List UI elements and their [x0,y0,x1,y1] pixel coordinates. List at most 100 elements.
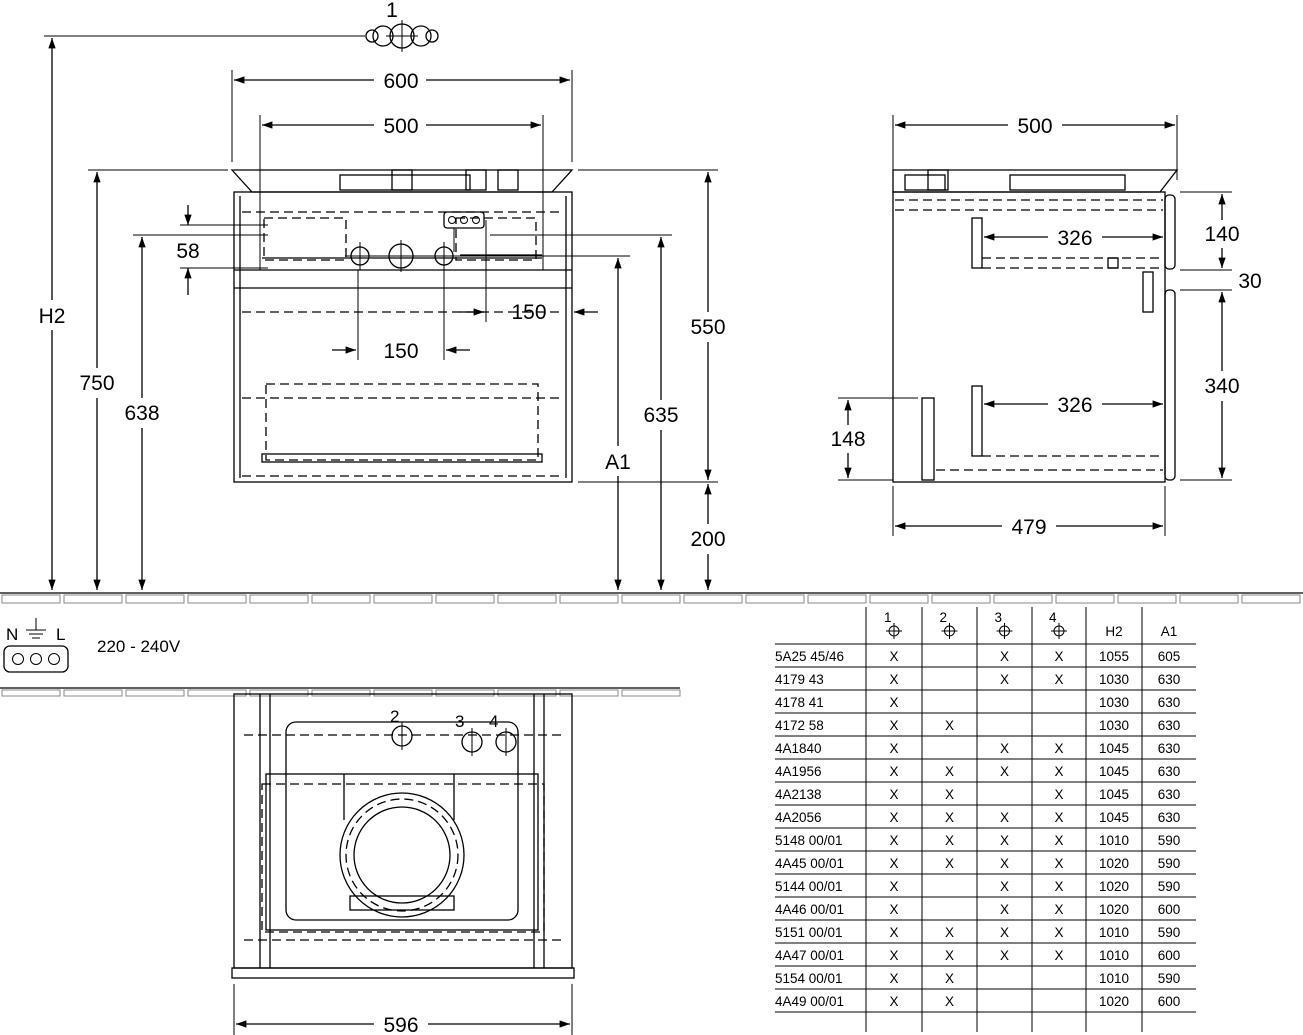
dim-750: 750 [79,372,114,395]
floor-tile [125,594,185,604]
wall-tile [187,689,247,697]
table-cell: 630 [1158,764,1181,779]
table-cell: X [945,764,954,779]
table-cell: X [889,879,898,894]
wall-tile [1,689,61,697]
table-cell: X [1000,649,1009,664]
top-view: 2 3 4 596 [0,687,681,1035]
table-cell: 590 [1158,833,1181,848]
wall-tile [497,689,557,697]
table-cell: X [945,833,954,848]
table-cell: X [1000,672,1009,687]
voltage-label: 220 - 240V [97,637,181,656]
table-cell: X [889,902,898,917]
table-cell: 590 [1158,856,1181,871]
table-cell: X [889,833,898,848]
floor-tile [1179,594,1239,604]
label-l: L [56,625,65,644]
front-view: 1 H2 750 638 58 600 500 [34,0,732,590]
floor-tile [993,594,1053,604]
dim-150-right: 150 [511,301,546,324]
floor-tile [373,594,433,604]
table-cell: 600 [1158,994,1181,1009]
table-cell: X [889,810,898,825]
table-cell: 630 [1158,810,1181,825]
dim-a1: A1 [605,451,631,474]
wall-tile [435,689,495,697]
table-cell: X [1054,902,1063,917]
table-cell: 5144 00/01 [775,879,843,894]
wall-tile [373,689,433,697]
table-cell: 590 [1158,879,1181,894]
table-cell: X [1054,764,1063,779]
floor-tile [435,594,495,604]
table-cell: X [1000,856,1009,871]
table-cell: 1030 [1099,718,1129,733]
table-cell: X [1054,787,1063,802]
outlet-symbol-1 [365,20,439,52]
floor-tile [745,594,805,604]
dim-479: 479 [1011,516,1046,539]
table-cell: 630 [1158,695,1181,710]
table-cell: X [945,787,954,802]
dim-140: 140 [1204,223,1239,246]
table-cell: 590 [1158,925,1181,940]
wall-tile [249,689,309,697]
table-cell: 4A47 00/01 [775,948,844,963]
wall-tile [311,689,371,697]
table-cell: X [1000,902,1009,917]
table-cell: 4A1840 [775,741,822,756]
table-cell: X [889,649,898,664]
dim-30: 30 [1238,270,1261,293]
table-cell: X [889,948,898,963]
floor-tile [559,594,619,604]
dim-150-bottom: 150 [383,340,418,363]
dim-635: 635 [643,404,678,427]
socket-icon [3,645,69,673]
floor-tile [1055,594,1115,604]
dim-58: 58 [176,240,199,263]
table-cell: X [889,971,898,986]
floor-line [0,592,1303,604]
table-cell: X [1054,672,1063,687]
wall-tile [125,689,185,697]
floor-tile [683,594,743,604]
table-cell: 5A25 45/46 [775,649,844,664]
table-cell: 4A46 00/01 [775,902,844,917]
table-header: H2 [1105,624,1122,639]
table-cell: X [1000,741,1009,756]
outlet-label-3: 3 [455,712,464,731]
table-cell: 1045 [1099,764,1129,779]
table-cell: X [1054,879,1063,894]
table-cell: X [1000,925,1009,940]
table-cell: 1030 [1099,695,1129,710]
table-cell: 1010 [1099,833,1129,848]
dim-326-bottom: 326 [1057,394,1092,417]
floor-tile [1117,594,1177,604]
dim-500-front: 500 [383,115,418,138]
table-cell: 1020 [1099,994,1129,1009]
table-cell: X [889,672,898,687]
table-cell: X [1054,948,1063,963]
table-cell: 600 [1158,902,1181,917]
table-cell: X [945,810,954,825]
table-cell: 4178 41 [775,695,824,710]
dim-550: 550 [690,316,725,339]
table-cell: X [945,971,954,986]
table-cell: 1010 [1099,971,1129,986]
electrical-symbol: N L 220 - 240V [3,618,181,673]
floor-tile [311,594,371,604]
dim-596: 596 [383,1014,418,1035]
table-header: A1 [1161,624,1178,639]
table-cell: X [889,695,898,710]
dim-600: 600 [383,70,418,93]
side-view: 500 326 326 140 30 [824,111,1262,540]
dim-500-side: 500 [1017,115,1052,138]
table-cell: X [889,741,898,756]
table-cell: 4A45 00/01 [775,856,844,871]
floor-tile [63,594,123,604]
table-cell: X [889,764,898,779]
table-cell: X [889,856,898,871]
table-cell: 630 [1158,741,1181,756]
